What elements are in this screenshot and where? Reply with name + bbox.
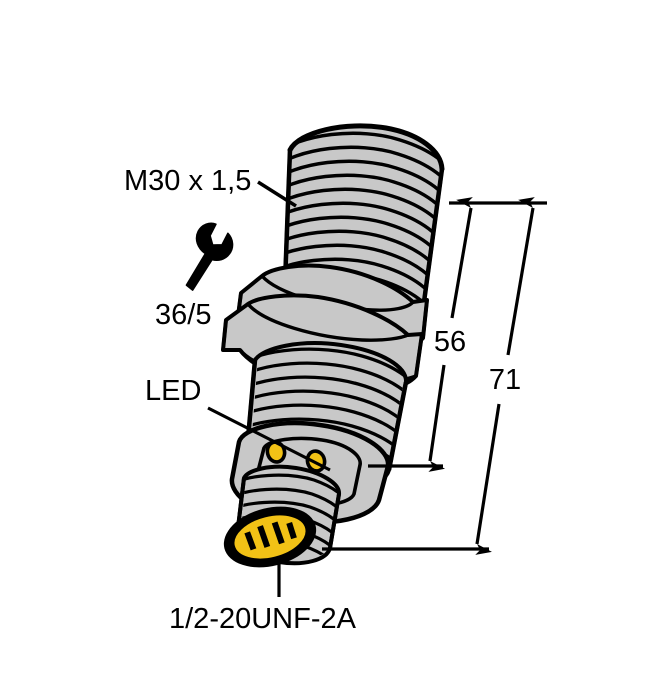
dimension-71-line-upper: [506, 197, 535, 356]
sensor-body-group: [221, 123, 445, 568]
callout-connector-thread: 1/2-20UNF-2A: [169, 562, 357, 635]
thread-size-label: M30 x 1,5: [124, 165, 251, 197]
dimension-56-line-lower: [428, 364, 446, 472]
dimension-56-line-upper: [450, 197, 473, 319]
callout-led: LED: [145, 375, 331, 472]
connector-end-face: [223, 506, 317, 568]
wrench-icon: [185, 222, 234, 291]
connector-thread-label: 1/2-20UNF-2A: [169, 603, 357, 635]
dimension-71: 71: [475, 197, 535, 555]
thread-size-leader-line: [257, 180, 297, 208]
connector-pin-slots: [244, 521, 297, 551]
led-leader-line: [207, 406, 331, 472]
led-label: LED: [145, 375, 201, 407]
callout-wrench-size: 36/5: [155, 222, 234, 331]
callout-thread-size: M30 x 1,5: [124, 165, 297, 208]
wrench-size-label: 36/5: [155, 299, 211, 331]
dimension-56: 56: [428, 197, 473, 472]
dimension-56-value: 56: [434, 326, 466, 358]
dimension-71-value: 71: [489, 364, 521, 396]
dimension-71-line-lower: [475, 403, 501, 555]
